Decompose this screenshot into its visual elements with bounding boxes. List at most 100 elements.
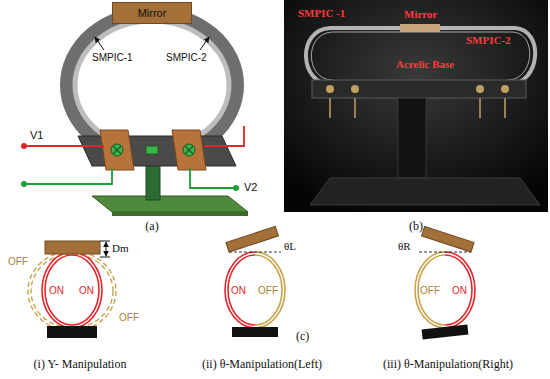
state-label-holder: ON: [79, 285, 94, 297]
screw: [183, 144, 195, 156]
part-label-holder: SMPIC-1: [92, 52, 133, 64]
off-state-arc: [255, 252, 285, 328]
v2-wire: [24, 168, 112, 184]
subfigure-caption: (ii) θ-Manipulation(Left): [202, 358, 322, 372]
angle-label-holder: θL: [284, 240, 296, 253]
on-state-ring: [45, 255, 99, 325]
actuator-sketch: [21, 13, 248, 216]
on-state-arc: [445, 252, 475, 328]
leader-arrow: [95, 37, 104, 50]
mirror-box: Mirror: [112, 2, 192, 24]
subfigure-caption: (i) Y- Manipulation: [34, 358, 127, 372]
signal-label: V2: [244, 181, 257, 194]
photo-label: SMPIC-2: [466, 34, 511, 47]
theta-right-sketch: [415, 226, 475, 339]
angle-label-holder: θR: [398, 240, 411, 253]
v2-wire: [190, 168, 236, 188]
state-label: OFF: [420, 285, 440, 297]
subfigure-caption-holder: (iii) θ-Manipulation(Right): [383, 358, 513, 372]
acrylic-base: [312, 80, 526, 98]
tilted-mirror: [226, 226, 279, 252]
copper-electrode: [100, 130, 134, 170]
photo-pillar: [398, 98, 426, 178]
bolt: [476, 85, 484, 93]
state-label: OFF: [119, 312, 139, 324]
smpic-ring: [67, 13, 237, 157]
signal-label-holder: V2: [244, 181, 257, 194]
theta-left-sketch: [225, 226, 285, 337]
v1-wire: [24, 145, 104, 147]
state-label-holder: ON: [452, 285, 467, 297]
terminal-dot: [21, 143, 27, 149]
off-state-outline: [31, 254, 113, 328]
off-state-arc: [415, 252, 445, 328]
fixed-base: [47, 326, 97, 338]
state-label-holder: ON: [49, 285, 64, 297]
on-state-arc: [445, 255, 472, 325]
photo-label-holder: SMPIC -1: [298, 7, 345, 20]
part-label: SMPIC-1: [92, 52, 133, 64]
photo-label-holder: Mirror: [404, 8, 437, 21]
bolt: [351, 85, 359, 93]
off-state-arc: [255, 255, 282, 325]
on-state-arc: [228, 255, 255, 325]
smpic-ring-inner: [75, 21, 229, 149]
screw-cross: [185, 146, 193, 154]
part-label: SMPIC-2: [166, 52, 207, 64]
y-manipulation-sketch: [28, 241, 116, 338]
mirror-plate: [45, 241, 100, 254]
state-label: ON: [79, 285, 94, 297]
subfigure-caption: (iii) θ-Manipulation(Right): [383, 358, 513, 372]
state-label-holder: OFF: [8, 256, 28, 268]
photo-platform: [310, 178, 540, 205]
state-label: OFF: [8, 256, 28, 268]
state-label: ON: [452, 285, 467, 297]
state-label: OFF: [258, 285, 278, 297]
photo-label-holder: SMPIC-2: [466, 34, 511, 47]
tilted-mirror: [422, 226, 475, 252]
photo-background: [284, 0, 548, 212]
state-label-holder: ON: [231, 285, 246, 297]
green-base-edge: [112, 212, 248, 216]
dimension-arrow: [106, 242, 107, 256]
off-state-arc: [418, 255, 445, 325]
on-state-ring: [42, 252, 102, 328]
bolt: [326, 85, 334, 93]
panel-label: (a): [145, 220, 158, 234]
part-label-holder: SMPIC-2: [166, 52, 207, 64]
terminal-dot: [21, 181, 27, 187]
copper-electrode: [172, 130, 206, 170]
dimension-tick: [100, 241, 110, 257]
smpic-tube-highlight: [311, 32, 529, 80]
prototype-photo: [284, 0, 548, 212]
reference-line: [419, 252, 471, 253]
panel-label-holder: (a): [145, 220, 158, 234]
signal-label-holder: V1: [30, 129, 43, 142]
subfigure-caption-holder: (ii) θ-Manipulation(Left): [202, 358, 322, 372]
bolt: [501, 85, 509, 93]
green-base: [92, 196, 248, 212]
v1-wire: [204, 126, 244, 146]
angle-label: θR: [398, 240, 411, 253]
panel-label: (b): [409, 220, 423, 234]
panel-label: (c): [296, 330, 309, 344]
state-label: ON: [49, 285, 64, 297]
screw: [111, 144, 123, 156]
fixed-base: [232, 327, 278, 337]
signal-label: V1: [30, 129, 43, 142]
screw-cross: [113, 146, 121, 154]
state-label-holder: OFF: [258, 285, 278, 297]
state-label: ON: [231, 285, 246, 297]
dimension-label-holder: Dm: [112, 242, 129, 255]
off-state-outline: [28, 251, 116, 331]
photo-label: Mirror: [404, 8, 437, 21]
photo-label: SMPIC -1: [298, 7, 345, 20]
on-state-arc: [225, 252, 255, 328]
subfigure-caption-holder: (i) Y- Manipulation: [34, 358, 127, 372]
dimension-label: Dm: [112, 242, 129, 255]
fixed-base: [422, 325, 469, 340]
center-block: [146, 146, 158, 154]
